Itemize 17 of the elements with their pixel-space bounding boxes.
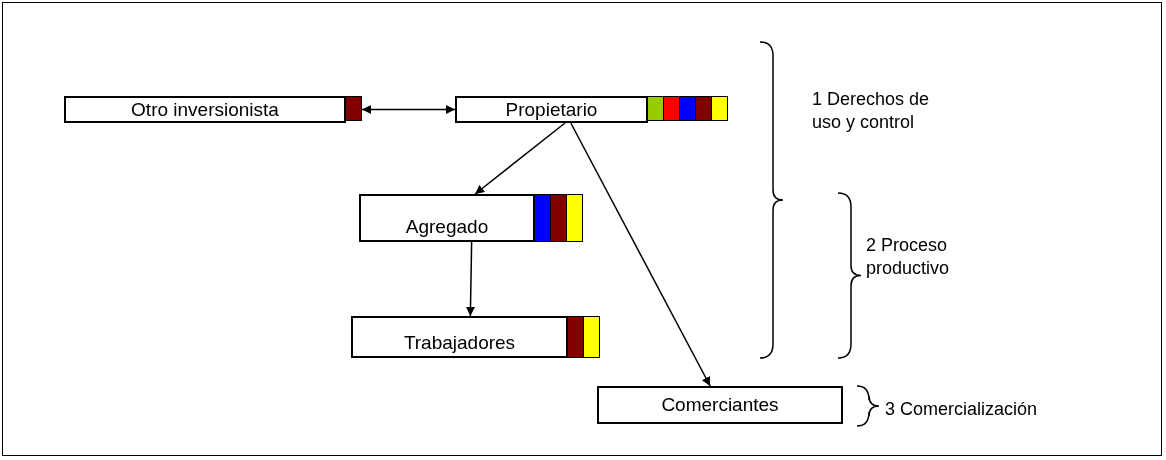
bracket-label: 3 Comercialización [885, 398, 1039, 421]
arrow [361, 105, 456, 114]
node-label: Otro inversionista [131, 98, 279, 121]
node-label: Propietario [505, 98, 598, 121]
process-box [455, 96, 648, 123]
node-label: Agregado [405, 216, 489, 238]
bracket-label: 1 Derechos de uso y control [812, 88, 931, 134]
arrow [570, 122, 711, 387]
node-label: Trabajadores [403, 332, 516, 354]
process-box [359, 194, 535, 242]
node-label: Comerciantes [661, 394, 779, 416]
arrow [466, 241, 475, 317]
process-box [64, 96, 346, 123]
process-box [597, 386, 843, 424]
bracket-label: 2 Proceso productivo [866, 234, 951, 280]
process-box [351, 316, 568, 358]
arrow [474, 122, 566, 195]
